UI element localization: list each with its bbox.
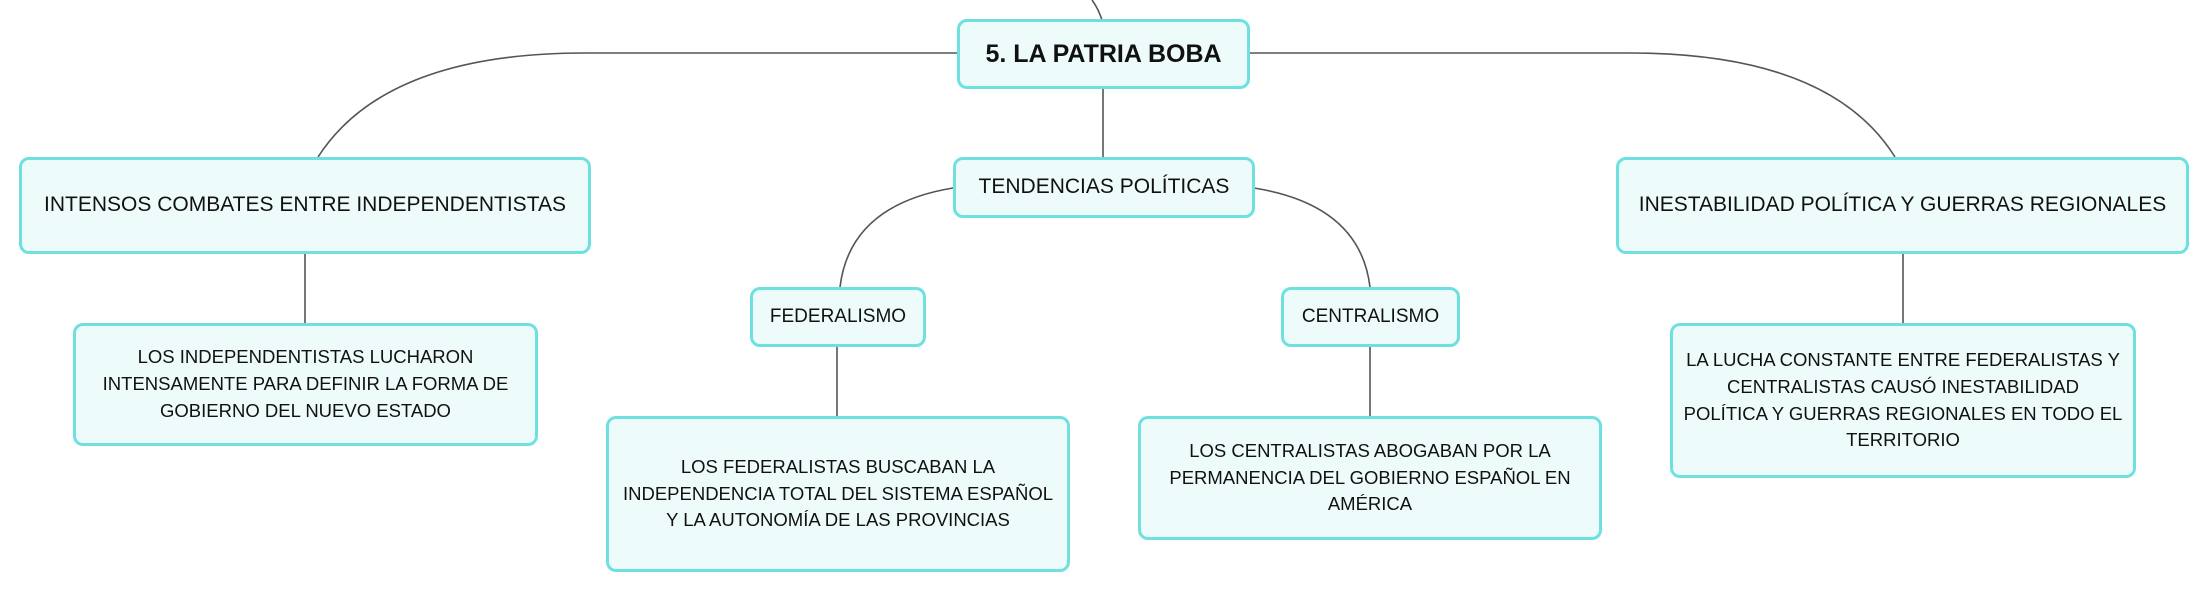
inestabilidad-description[interactable]: LA LUCHA CONSTANTE ENTRE FEDERALISTAS Y … [1670, 323, 2136, 478]
connector-root-left [317, 52, 960, 158]
federalismo-description[interactable]: LOS FEDERALISTAS BUSCABAN LA INDEPENDENC… [606, 416, 1070, 572]
centralismo-node[interactable]: CENTRALISMO [1281, 287, 1460, 347]
federalismo-description-text: LOS FEDERALISTAS BUSCABAN LA INDEPENDENC… [622, 455, 1054, 531]
combates-description-text: LOS INDEPENDENTISTAS LUCHARON INTENSAMEN… [102, 346, 509, 421]
root-label: 5. LA PATRIA BOBA [985, 39, 1222, 68]
connector-center-centralismo [1253, 187, 1371, 288]
branch-combates[interactable]: INTENSOS COMBATES ENTRE INDEPENDENTISTAS [19, 157, 591, 254]
federalismo-label: FEDERALISMO [769, 306, 907, 328]
branch-inestabilidad[interactable]: INESTABILIDAD POLÍTICA Y GUERRAS REGIONA… [1616, 157, 2189, 254]
centralismo-description-text: LOS CENTRALISTAS ABOGABAN POR LA PERMANE… [1169, 439, 1571, 515]
root-node[interactable]: 5. LA PATRIA BOBA [957, 19, 1250, 89]
branch-tendencias-label: TENDENCIAS POLÍTICAS [978, 175, 1230, 199]
federalismo-node[interactable]: FEDERALISMO [750, 287, 926, 347]
connector-root-right [1248, 52, 1896, 158]
inestabilidad-description-text: LA LUCHA CONSTANTE ENTRE FEDERALISTAS Y … [1683, 348, 2123, 451]
combates-description[interactable]: LOS INDEPENDENTISTAS LUCHARON INTENSAMEN… [73, 323, 538, 446]
connector-center-federalismo [839, 187, 954, 288]
branch-inestabilidad-label: INESTABILIDAD POLÍTICA Y GUERRAS REGIONA… [1638, 193, 2167, 217]
branch-combates-label: INTENSOS COMBATES ENTRE INDEPENDENTISTAS [44, 193, 566, 217]
branch-tendencias[interactable]: TENDENCIAS POLÍTICAS [953, 157, 1255, 218]
connector-root-top [1091, 0, 1103, 21]
centralismo-label: CENTRALISMO [1301, 306, 1440, 328]
centralismo-description[interactable]: LOS CENTRALISTAS ABOGABAN POR LA PERMANE… [1138, 416, 1602, 540]
